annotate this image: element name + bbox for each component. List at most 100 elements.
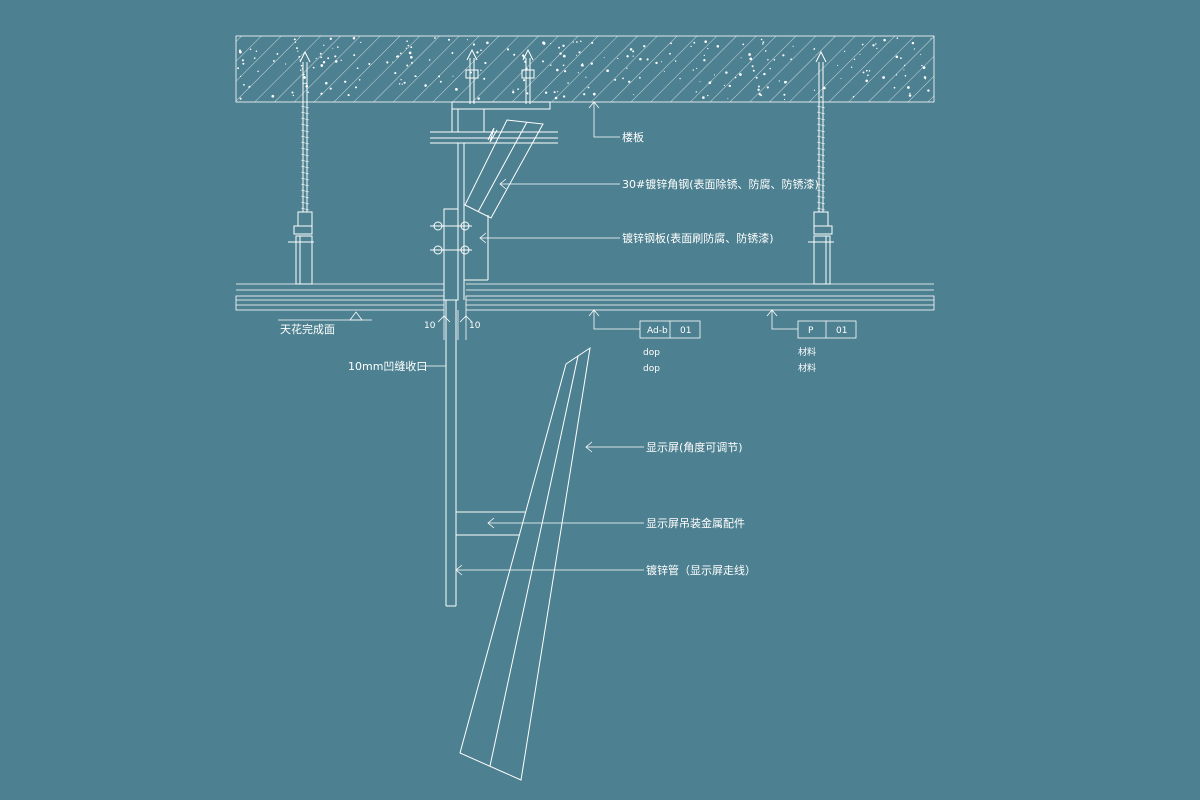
speckle bbox=[386, 61, 389, 64]
speckle bbox=[742, 43, 745, 46]
speckle bbox=[329, 37, 332, 40]
speckle bbox=[334, 60, 338, 63]
tag1-number: 01 bbox=[680, 326, 691, 336]
speckle bbox=[320, 64, 324, 67]
speckle bbox=[480, 69, 482, 72]
speckle bbox=[660, 61, 663, 63]
speckle bbox=[767, 59, 769, 61]
thread-tick bbox=[300, 177, 310, 181]
speckle bbox=[909, 92, 911, 95]
speckle bbox=[861, 43, 864, 46]
speckle bbox=[315, 57, 317, 59]
thread-tick bbox=[300, 189, 310, 193]
speckle bbox=[921, 64, 923, 67]
speckle bbox=[748, 53, 751, 56]
speckle bbox=[764, 50, 767, 52]
speckle bbox=[868, 70, 871, 72]
speckle bbox=[360, 41, 362, 44]
speckle bbox=[276, 52, 279, 55]
speckle bbox=[325, 81, 328, 85]
speckle bbox=[305, 82, 307, 85]
speckle bbox=[790, 58, 792, 61]
thread-tick bbox=[816, 201, 826, 205]
angle-steel-label: 30#镀锌角钢(表面除锈、防腐、防锈漆) bbox=[622, 177, 819, 191]
speckle bbox=[633, 94, 635, 96]
speckle bbox=[708, 81, 712, 85]
speckle bbox=[707, 47, 709, 50]
speckle bbox=[562, 54, 566, 58]
speckle bbox=[585, 76, 587, 78]
speckle bbox=[438, 75, 441, 78]
thread-tick bbox=[300, 201, 310, 205]
speckle bbox=[394, 72, 397, 75]
speckle bbox=[410, 61, 413, 64]
speckle bbox=[904, 75, 907, 77]
speckle bbox=[340, 59, 342, 62]
speckle bbox=[447, 38, 451, 41]
ceiling-finish-mark bbox=[278, 311, 372, 321]
speckle bbox=[455, 88, 458, 91]
material-tag-1: Ad-b 01 dop dop bbox=[639, 320, 701, 374]
speckle bbox=[670, 42, 672, 45]
speckle bbox=[696, 67, 698, 70]
speckle bbox=[632, 55, 634, 57]
speckle bbox=[823, 86, 826, 90]
speckle bbox=[583, 93, 586, 96]
speckle bbox=[557, 91, 559, 93]
speckle bbox=[512, 91, 515, 94]
speckle bbox=[239, 97, 242, 100]
speckle bbox=[725, 71, 728, 74]
speckle bbox=[603, 56, 605, 59]
thread-tick bbox=[816, 207, 826, 211]
speckle bbox=[303, 82, 305, 85]
speckle bbox=[643, 45, 646, 48]
speckle bbox=[865, 79, 868, 83]
speckle bbox=[760, 94, 763, 97]
speckle bbox=[639, 57, 642, 61]
speckle bbox=[920, 53, 922, 55]
speckle bbox=[766, 86, 769, 89]
shadow-gap-label: 10mm凹缝收口 bbox=[348, 359, 427, 373]
speckle bbox=[476, 51, 479, 54]
speckle bbox=[614, 78, 617, 81]
screen-label: 显示屏(角度可调节) bbox=[646, 440, 743, 454]
speckle bbox=[554, 96, 558, 100]
thread-tick bbox=[816, 141, 826, 145]
speckle bbox=[523, 79, 526, 82]
speckle bbox=[329, 87, 332, 90]
speckle bbox=[542, 41, 545, 45]
speckle bbox=[927, 89, 930, 92]
speckle bbox=[728, 84, 731, 88]
speckle bbox=[739, 73, 742, 76]
speckle bbox=[639, 76, 641, 79]
speckle bbox=[352, 36, 356, 40]
speckle bbox=[850, 66, 853, 68]
speckle bbox=[876, 47, 878, 50]
speckle bbox=[572, 41, 574, 43]
speckle bbox=[629, 48, 633, 51]
speckle bbox=[723, 84, 725, 87]
slab-label: 楼板 bbox=[622, 130, 644, 144]
speckle bbox=[813, 48, 816, 50]
speckle bbox=[403, 81, 406, 84]
thread-tick bbox=[816, 171, 826, 175]
speckle bbox=[323, 44, 325, 46]
speckle bbox=[820, 96, 823, 98]
speckle bbox=[703, 54, 705, 57]
speckle bbox=[575, 54, 578, 56]
thread-tick bbox=[300, 147, 310, 151]
thread-tick bbox=[816, 129, 826, 133]
speckle bbox=[704, 40, 707, 43]
speckle bbox=[716, 45, 720, 48]
speckle bbox=[517, 88, 519, 90]
speckle bbox=[322, 60, 326, 64]
speckle bbox=[255, 50, 258, 52]
speckle bbox=[707, 94, 709, 97]
speckle bbox=[242, 83, 245, 86]
speckle bbox=[512, 89, 514, 91]
thread-tick bbox=[816, 177, 826, 181]
speckle bbox=[778, 80, 781, 82]
speckle bbox=[242, 62, 245, 65]
speckle bbox=[392, 61, 394, 63]
